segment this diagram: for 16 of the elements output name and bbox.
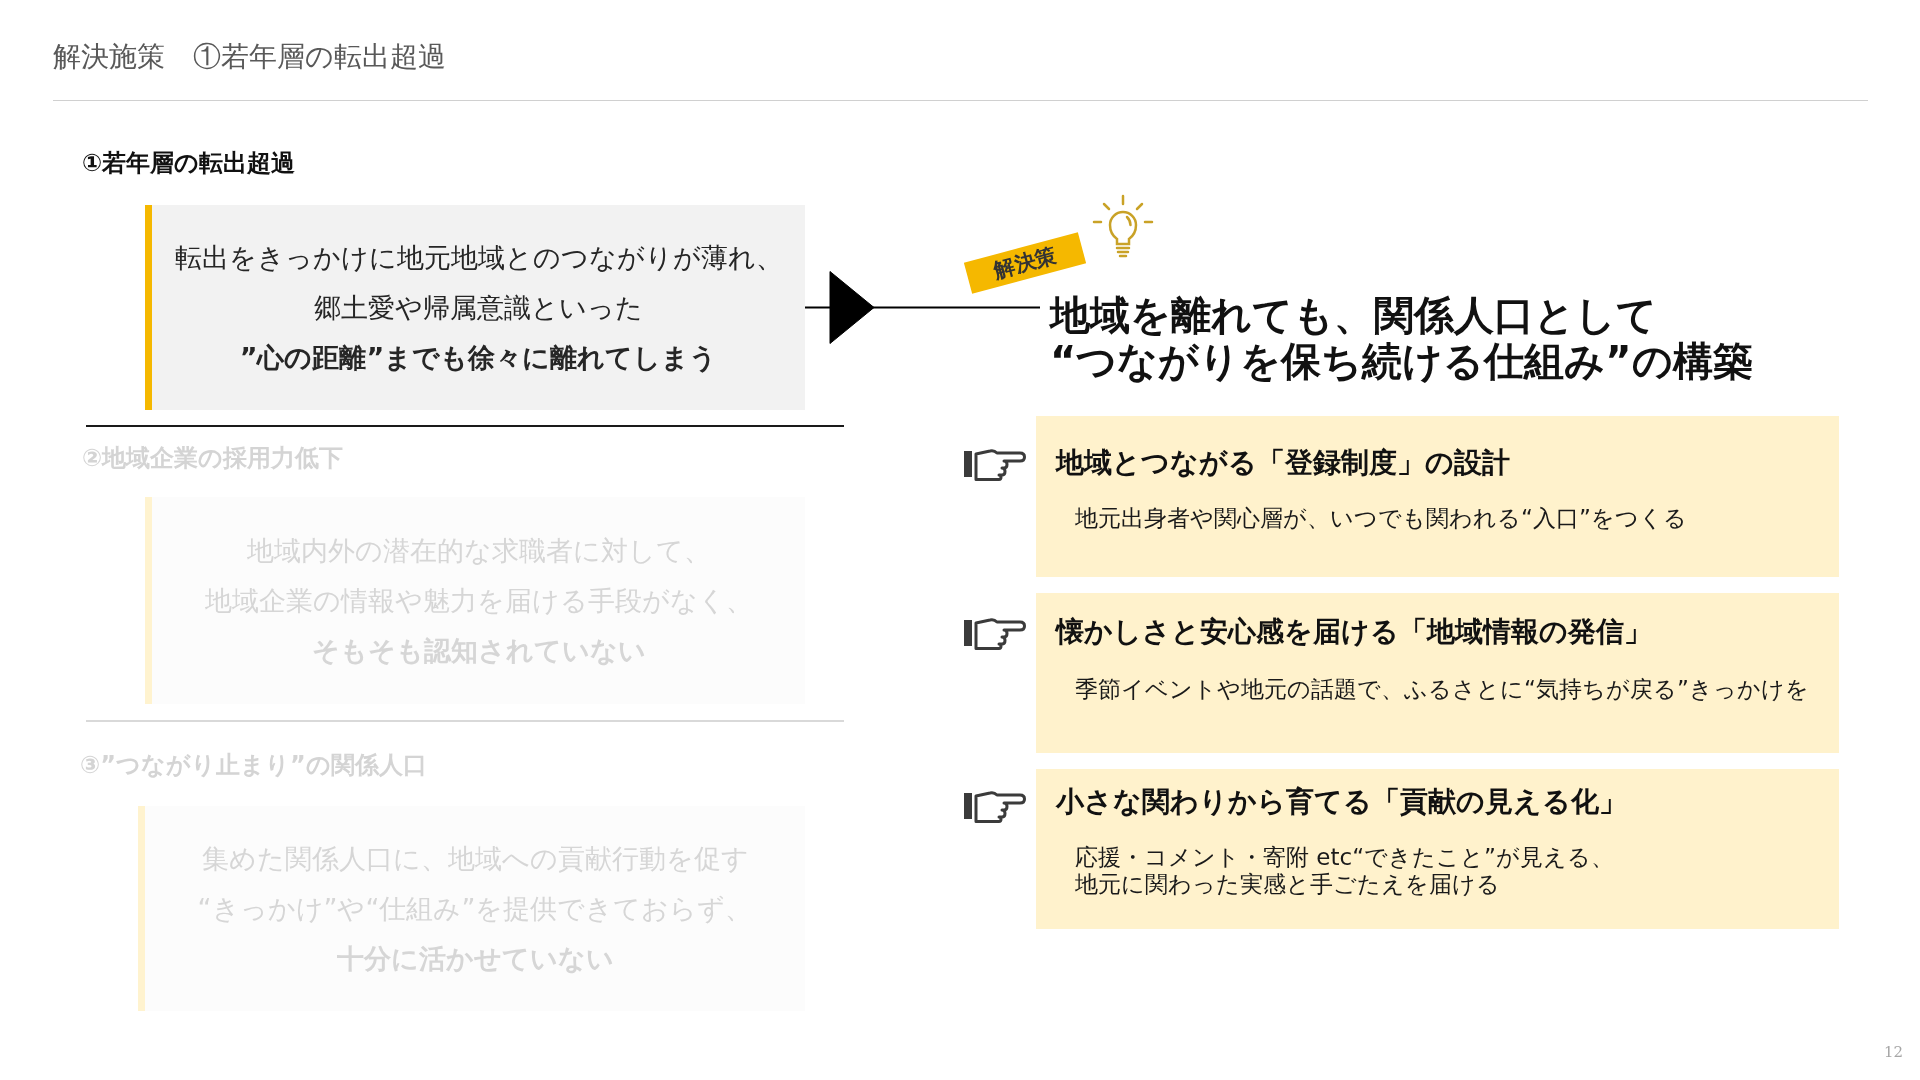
card-heading: 地域とつながる「登録制度」の設計 <box>1056 446 1511 480</box>
problem-text: 転出をきっかけに地元地域とのつながりが薄れ、郷土愛や帰属意識といった”心の距離”までも徐々に離れてしまう <box>173 240 784 375</box>
page-number: 12 <box>1884 1043 1904 1061</box>
solution-card <box>1036 593 1839 753</box>
solution-card <box>1036 769 1839 929</box>
arrow <box>804 271 1041 344</box>
card-heading: 小さな関わりから育てる「貢献の見える化」 <box>1056 785 1628 819</box>
card-text: 季節イベントや地元の話題で、ふるさとに“気持ちが戻る”きっかけを <box>1075 676 1810 703</box>
card-heading: 懐かしさと安心感を届ける「地域情報の発信」 <box>1056 615 1653 649</box>
card-text: 応援・コメント・寄附 etc“できたこと”が見える、地元に関わった実感と手ごたえを届ける <box>1075 844 1615 898</box>
slide-title: 解決施策 ①若年層の転出超過 <box>53 39 446 75</box>
solution-tag: 解決策 <box>963 232 1087 294</box>
card-text: 地元出身者や関心層が、いつでも関われる“入口”をつくる <box>1075 505 1688 532</box>
solution-heading: 地域を離れても、関係人口として“つながりを保ち続ける仕組み”の構築 <box>1040 292 1756 384</box>
solution-card <box>1036 416 1839 577</box>
section-heading: ①若年層の転出超過 <box>82 148 296 178</box>
